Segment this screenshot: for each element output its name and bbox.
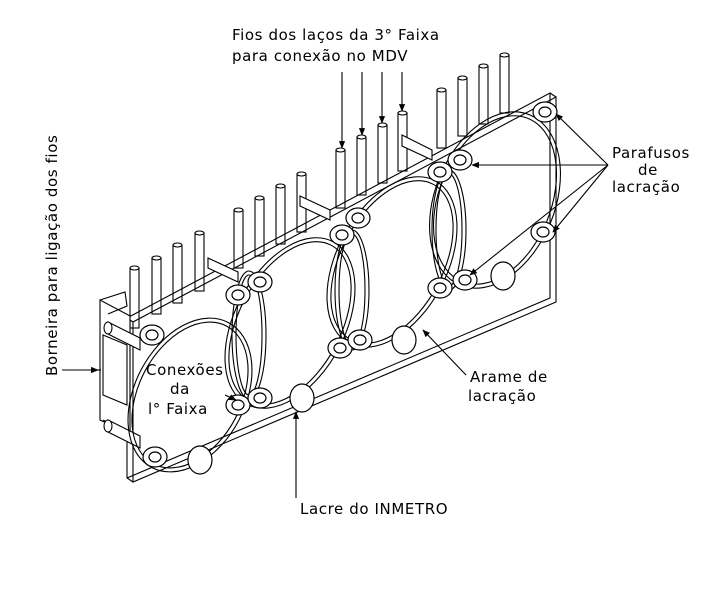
label-screws-line1: Parafusos [612,144,690,162]
label-top-line2: para conexão no MDV [232,47,408,65]
label-screws-line3: lacração [612,178,680,196]
label-conn-line3: l° Faixa [148,400,208,418]
label-seal: Lacre do INMETRO [300,500,448,518]
terminal-bracket [97,291,131,435]
label-conn-line1: Conexões [146,361,224,379]
leader-lines [62,72,609,498]
label-screws-line2: de [638,161,658,179]
inmetro-seals [187,261,516,475]
label-wire-line1: Arame de [470,368,548,386]
connection-tubes [103,134,433,449]
sealing-screws [139,101,558,468]
terminal-pins-back [129,52,510,329]
label-top-line1: Fios dos laços da 3° Faixa [232,26,440,44]
label-wire-line2: lacração [468,387,536,405]
label-conn-line2: da [170,380,190,398]
label-side: Borneira para ligação dos fios [43,135,61,376]
